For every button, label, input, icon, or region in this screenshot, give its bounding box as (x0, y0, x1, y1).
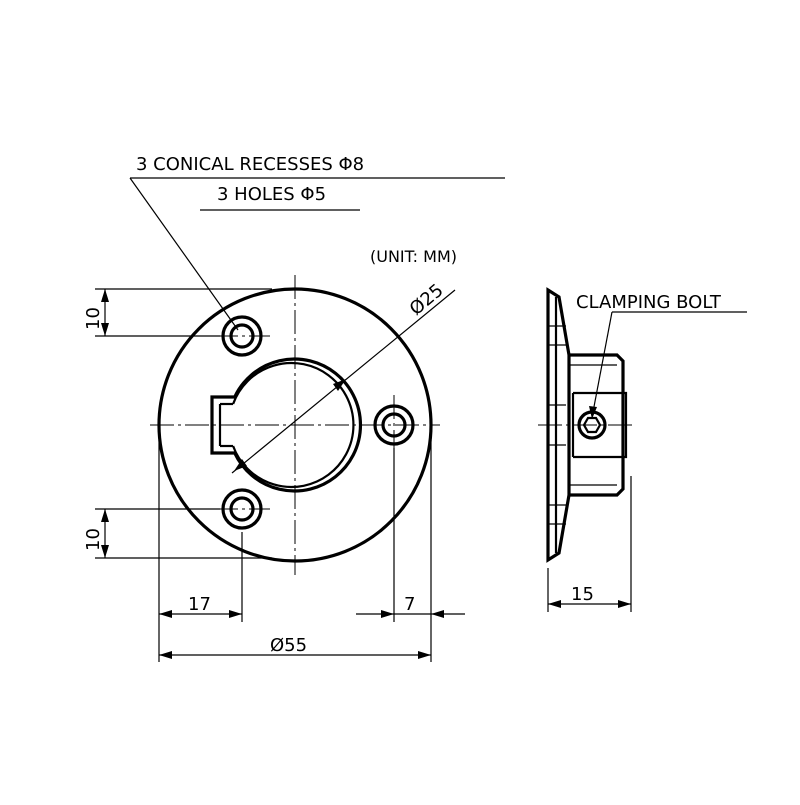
clamping-bolt-label: CLAMPING BOLT (576, 292, 722, 313)
hole-callout: 3 CONICAL RECESSES Φ8 3 HOLES Φ5 (UNIT: … (129, 154, 505, 331)
bore-with-keyslot (210, 357, 362, 493)
outer-diameter-label: Ø55 (270, 635, 307, 656)
side-depth-label: 15 (571, 584, 594, 605)
right-offset-label: 7 (404, 594, 415, 615)
bottom-offset-label: 10 (83, 528, 104, 551)
top-offset-dimension: 10 (83, 288, 272, 337)
flange-outer-circle (157, 287, 433, 563)
side-depth-dimension: 15 (547, 476, 632, 612)
callout-leader (129, 177, 239, 331)
clamping-bolt-leader (592, 311, 613, 413)
outer-diameter-dimension: Ø55 (159, 635, 431, 659)
bore-inner-edge (232, 361, 355, 489)
clamping-bolt-callout: CLAMPING BOLT (576, 292, 747, 419)
bottom-offset-dimension: 10 (83, 508, 272, 559)
unit-label: (UNIT: MM) (370, 247, 457, 266)
front-view (150, 275, 440, 575)
left-offset-dimension: 17 (159, 594, 242, 618)
recesses-label: 3 CONICAL RECESSES Φ8 (136, 154, 364, 175)
top-offset-label: 10 (83, 307, 104, 330)
mounting-hole-top (214, 315, 270, 357)
mounting-hole-right (373, 395, 415, 455)
right-offset-dimension: 7 (356, 594, 465, 618)
side-view (538, 287, 636, 563)
holes-label: 3 HOLES Φ5 (217, 184, 326, 205)
mounting-hole-bottom (214, 488, 270, 530)
left-offset-label: 17 (188, 594, 211, 615)
